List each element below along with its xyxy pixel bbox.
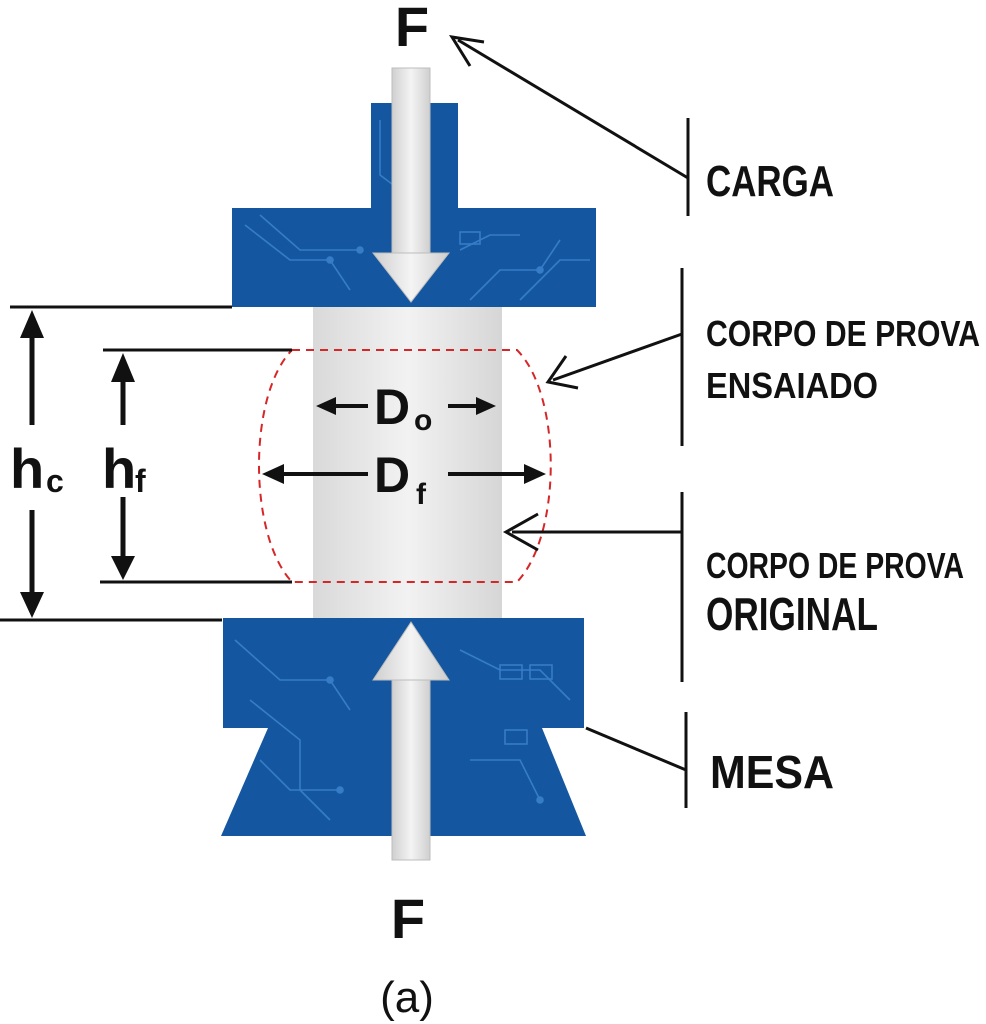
svg-text:o: o bbox=[414, 404, 432, 437]
force-arrow-bottom bbox=[372, 621, 450, 861]
force-bottom-label: F bbox=[391, 887, 425, 950]
svg-text:CORPO DE PROVA: CORPO DE PROVA bbox=[706, 545, 964, 586]
svg-text:ORIGINAL: ORIGINAL bbox=[706, 588, 878, 640]
callout-lines bbox=[449, 35, 690, 808]
do-dimension-arrows bbox=[316, 397, 496, 415]
force-arrow-top bbox=[371, 67, 451, 303]
svg-text:h: h bbox=[102, 437, 136, 500]
height-reference-lines bbox=[0, 305, 292, 622]
force-top-label: F bbox=[395, 0, 429, 58]
df-dimension-arrows bbox=[262, 464, 546, 484]
hf-dimension-arrows bbox=[111, 353, 135, 580]
label-carga: CARGA bbox=[706, 157, 834, 206]
df-symbol: D f bbox=[374, 447, 427, 511]
hf-symbol: h f bbox=[102, 437, 146, 500]
lower-circuit-pattern bbox=[234, 639, 571, 821]
specimen-original bbox=[313, 307, 502, 619]
svg-text:D: D bbox=[374, 447, 410, 503]
upper-circuit-pattern bbox=[244, 120, 590, 301]
figure-caption: (a) bbox=[380, 973, 434, 1022]
hc-symbol: h c bbox=[10, 437, 64, 500]
label-corpo-original: CORPO DE PROVA ORIGINAL bbox=[706, 545, 964, 640]
svg-text:h: h bbox=[10, 437, 44, 500]
svg-text:CARGA: CARGA bbox=[706, 157, 834, 206]
svg-text:f: f bbox=[416, 478, 427, 511]
svg-text:f: f bbox=[135, 463, 146, 499]
svg-text:ENSAIADO: ENSAIADO bbox=[706, 365, 878, 406]
label-mesa: MESA bbox=[710, 746, 834, 798]
svg-text:c: c bbox=[46, 463, 64, 499]
svg-text:D: D bbox=[374, 379, 410, 435]
svg-text:MESA: MESA bbox=[710, 746, 834, 798]
specimen-deformed-outline bbox=[258, 349, 552, 583]
label-corpo-ensaiado: CORPO DE PROVA ENSAIADO bbox=[706, 313, 980, 406]
svg-text:CORPO DE PROVA: CORPO DE PROVA bbox=[706, 313, 980, 354]
hc-dimension-arrows bbox=[20, 310, 44, 618]
do-symbol: D o bbox=[374, 379, 432, 437]
